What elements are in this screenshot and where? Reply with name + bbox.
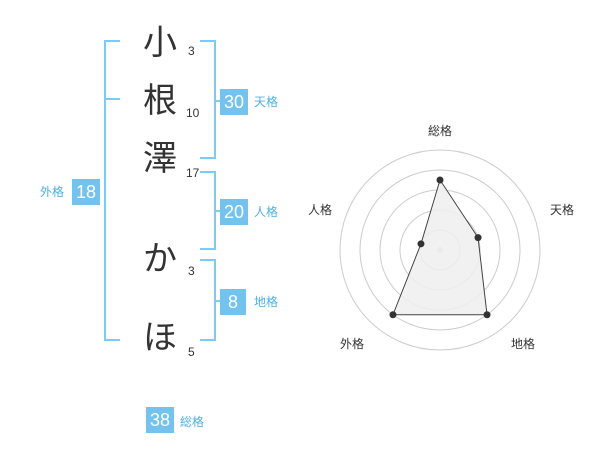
chikaku-value: 8: [220, 289, 246, 315]
radar-axis-label-gaikaku: 外格: [340, 337, 365, 351]
radar-data-points: [389, 176, 491, 319]
tenkaku-bracket-tick: [214, 100, 222, 102]
name-char-3: 澤: [143, 139, 177, 179]
jinkaku-bracket-tick: [214, 210, 222, 212]
jinkaku-value: 20: [220, 199, 248, 225]
stroke-count-5: 5: [188, 345, 195, 359]
stroke-count-3: 17: [186, 166, 200, 180]
radar-data-area: [392, 178, 488, 316]
name-char-2: 根: [143, 81, 177, 121]
radar-data-point: [436, 176, 444, 184]
gaikaku-value: 18: [72, 179, 100, 205]
gaikaku-bracket-tick: [104, 98, 120, 100]
radar-axis-label-soukaku: 総格: [428, 124, 453, 138]
stroke-count-4: 3: [188, 264, 195, 278]
tenkaku-bracket: [200, 40, 216, 159]
radar-data-point: [389, 311, 397, 319]
gaikaku-bracket: [104, 40, 120, 341]
chikaku-bracket-tick: [214, 300, 222, 302]
radar-axis-label-chikaku: 地格: [511, 337, 536, 351]
stroke-count-2: 10: [186, 106, 200, 120]
chikaku-label: 地格: [254, 295, 279, 309]
radar-axis-label-tenkaku: 天格: [550, 203, 575, 217]
radar-grid-ring: [359, 169, 521, 331]
soukaku-label: 総格: [180, 415, 205, 429]
name-char-1: 小: [143, 23, 177, 63]
radar-axis-label-jinkaku: 人格: [308, 203, 333, 217]
jinkaku-label: 人格: [254, 205, 279, 219]
name-char-4: か: [143, 239, 177, 279]
stroke-count-1: 3: [188, 44, 195, 58]
gaikaku-label: 外格: [40, 185, 65, 199]
tenkaku-value: 30: [220, 89, 248, 115]
radar-data-point: [483, 311, 491, 319]
radar-data-point: [474, 234, 482, 242]
name-char-5: ほ: [143, 318, 177, 358]
tenkaku-label: 天格: [254, 95, 279, 109]
radar-grid-ring: [339, 149, 541, 351]
radar-data-point: [417, 240, 425, 248]
soukaku-value: 38: [146, 407, 174, 433]
